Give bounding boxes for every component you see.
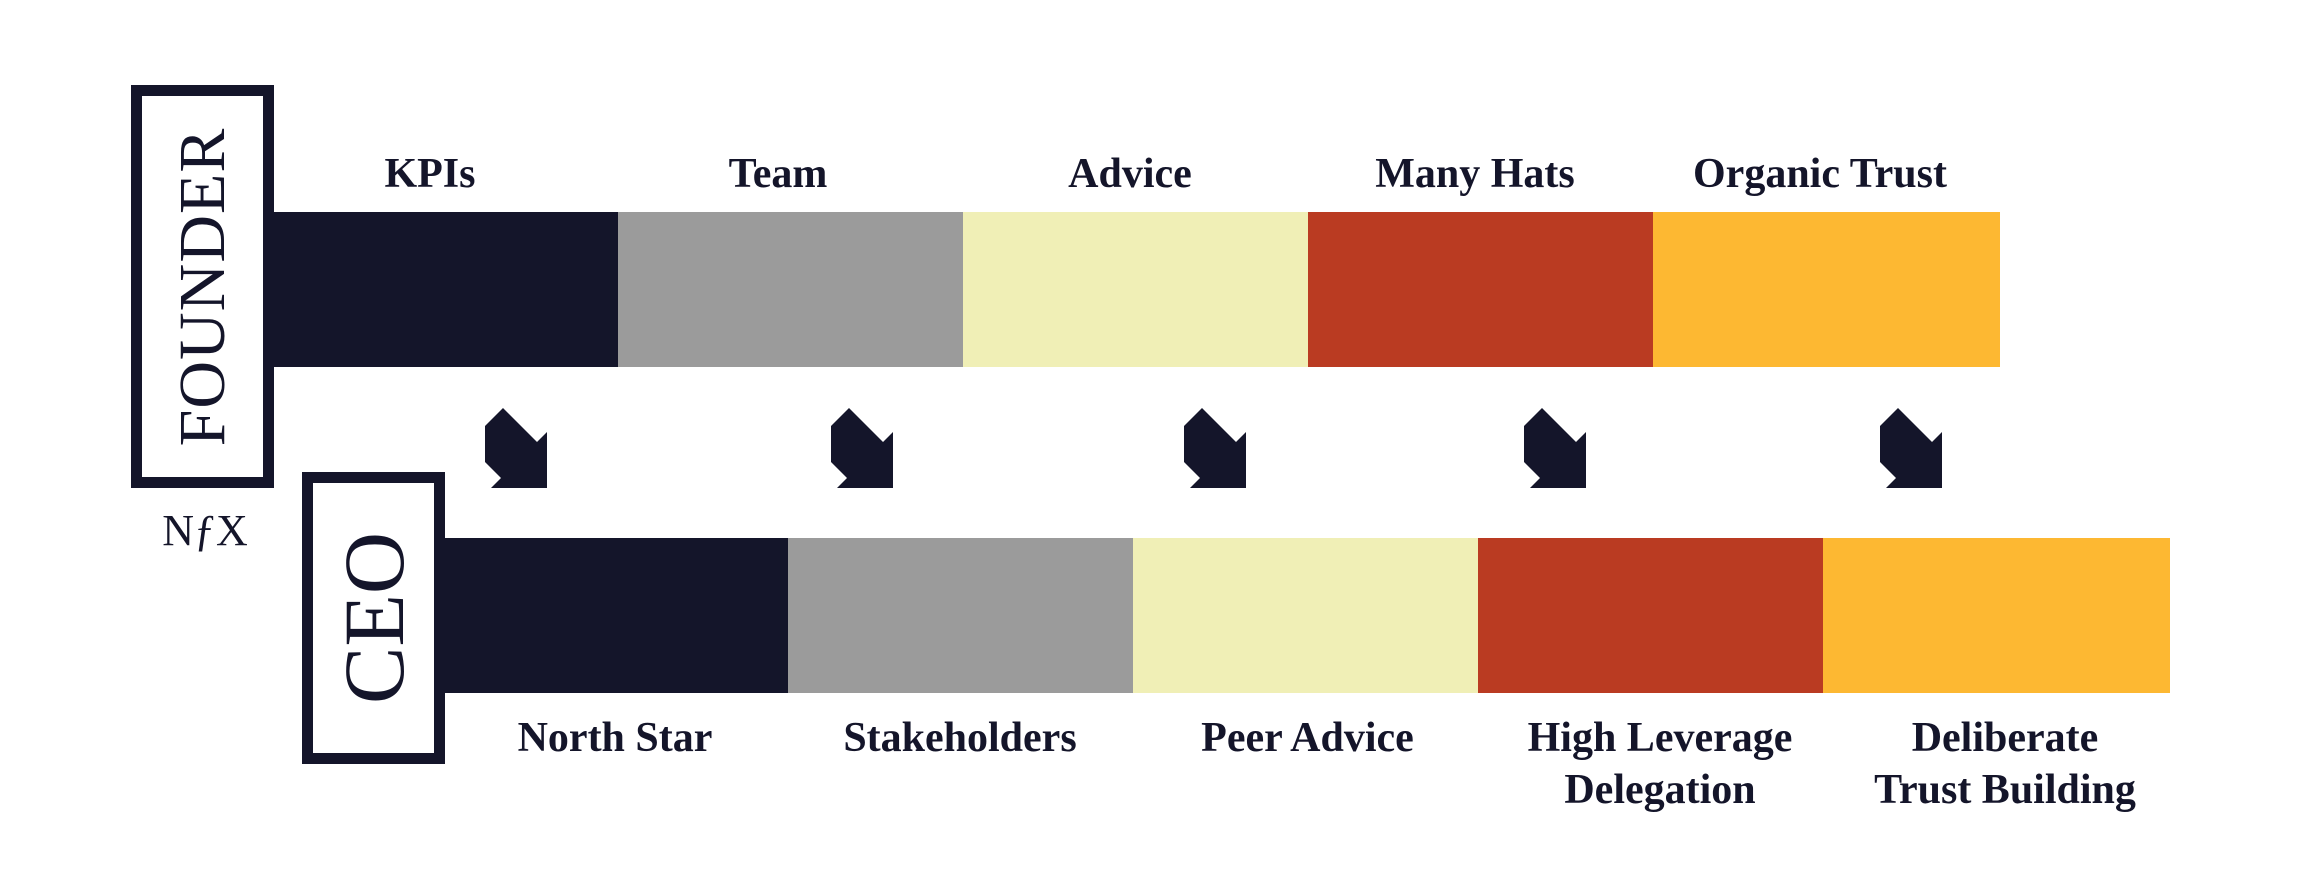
bottom-label-trust-building: Deliberate Trust Building <box>1874 715 2136 813</box>
founder-segment-organic-trust <box>1653 212 2000 367</box>
bottom-label-delegation: High Leverage Delegation <box>1527 715 1793 813</box>
bottom-label-peer-advice: Peer Advice <box>1201 715 1414 761</box>
founder-segment-advice <box>963 212 1310 367</box>
top-label-many-hats: Many Hats <box>1375 151 1575 197</box>
bottom-label-stakeholders: Stakeholders <box>843 715 1077 761</box>
top-label-team: Team <box>728 151 828 197</box>
founder-segment-kpis <box>265 212 620 367</box>
top-label-organic-trust: Organic Trust <box>1693 151 1947 197</box>
ceo-segment-delegation <box>1478 538 1825 693</box>
ceo-segment-stakeholders <box>788 538 1135 693</box>
founder-segment-many-hats <box>1308 212 1655 367</box>
nfx-logo: NƒX <box>162 506 248 555</box>
ceo-segment-trust-building <box>1823 538 2170 693</box>
arrow-down-right-icon <box>1880 408 1942 488</box>
arrow-down-right-icon <box>1184 408 1246 488</box>
founder-segment-team <box>618 212 965 367</box>
bottom-label-north-star: North Star <box>517 715 713 761</box>
founder-label: FOUNDER <box>165 127 239 446</box>
ceo-label: CEO <box>325 532 422 704</box>
arrow-down-right-icon <box>1524 408 1586 488</box>
ceo-segment-north-star <box>435 538 790 693</box>
top-label-kpis: KPIs <box>384 151 476 197</box>
arrow-down-right-icon <box>831 408 893 488</box>
ceo-segment-peer-advice <box>1133 538 1480 693</box>
arrow-down-right-icon <box>485 408 547 488</box>
top-label-advice: Advice <box>1068 151 1192 197</box>
ceo-box: CEO <box>302 472 445 764</box>
founder-box: FOUNDER <box>131 85 274 488</box>
